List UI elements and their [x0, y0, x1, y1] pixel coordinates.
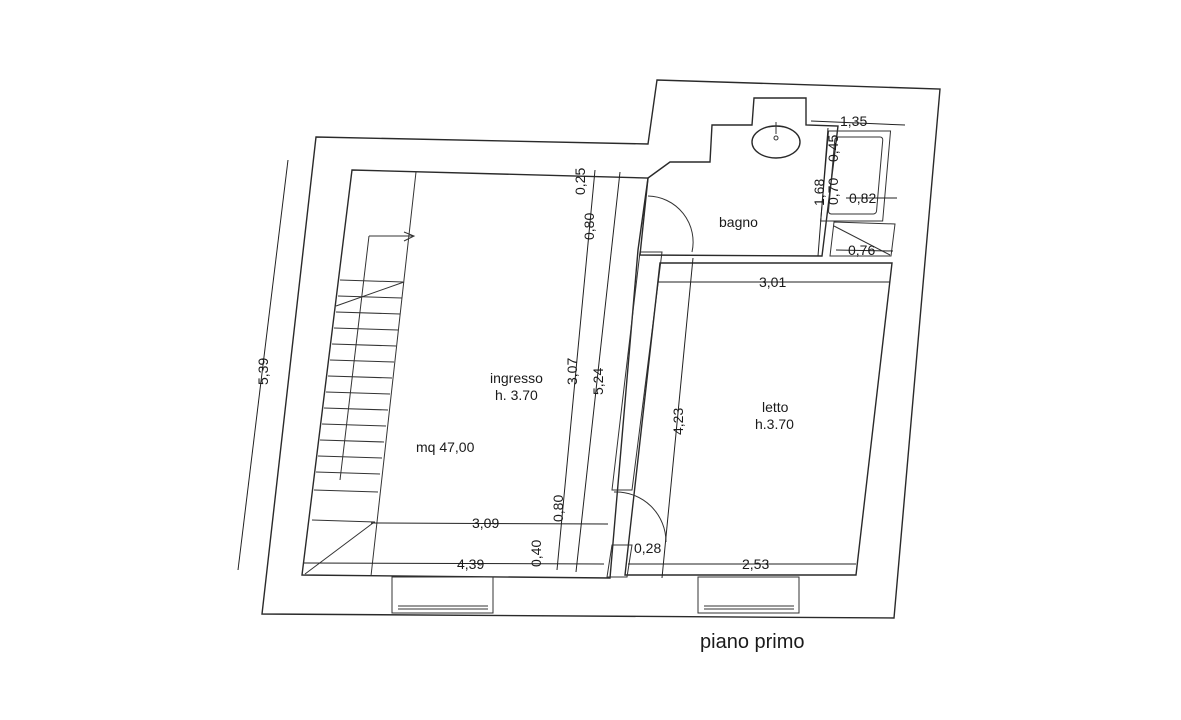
room-height-letto: h.3.70 — [755, 416, 794, 432]
dim-135: 1,35 — [840, 113, 867, 129]
dim-025: 0,25 — [572, 168, 588, 195]
bagno-walls — [639, 97, 839, 257]
stair-divider — [370, 171, 417, 577]
window-ingresso — [391, 576, 494, 614]
dim-ingresso-top: 3,09 — [472, 515, 499, 531]
area-label: mq 47,00 — [416, 439, 475, 455]
window-letto — [697, 576, 800, 614]
shower-inner — [828, 136, 884, 215]
dim-168: 1,68 — [811, 179, 827, 206]
outer-wall — [261, 79, 941, 619]
dim-080-bottom: 0,80 — [550, 495, 566, 522]
dim-082: 0,82 — [849, 190, 876, 206]
room-label-bagno: bagno — [719, 214, 758, 230]
room-height-ingresso: h. 3.70 — [495, 387, 538, 403]
bagno-cabinet — [829, 221, 896, 257]
door-letto-icon — [613, 491, 667, 543]
room-label-letto: letto — [762, 399, 789, 415]
dim-depth-307: 3,07 — [564, 358, 580, 385]
door-bagno-icon — [647, 195, 694, 253]
dimension-lines — [237, 120, 906, 579]
dim-080-top: 0,80 — [581, 213, 597, 240]
plan-title: piano primo — [700, 631, 805, 653]
dim-depth-524: 5,24 — [590, 368, 606, 395]
dim-ingresso-bottom: 4,39 — [457, 556, 484, 572]
dim-045: 0,45 — [825, 135, 841, 162]
dim-040: 0,40 — [528, 540, 544, 567]
dim-letto-bottom: 2,53 — [742, 556, 769, 572]
dim-letto-depth: 4,23 — [670, 408, 686, 435]
dim-070: 0,70 — [825, 178, 841, 205]
dim-letto-width: 3,01 — [759, 274, 786, 290]
dim-left-overall: 5,39 — [255, 358, 271, 385]
partition-wall — [611, 251, 663, 491]
door-jamb — [606, 544, 633, 578]
room-label-ingresso: ingresso — [490, 370, 543, 386]
staircase — [304, 231, 416, 575]
dim-028: 0,28 — [634, 540, 661, 556]
cabinet-diagonal — [833, 225, 891, 256]
dim-076: 0,76 — [848, 242, 875, 258]
ingresso-inner-wall — [301, 169, 649, 579]
letto-inner-wall — [624, 262, 893, 576]
